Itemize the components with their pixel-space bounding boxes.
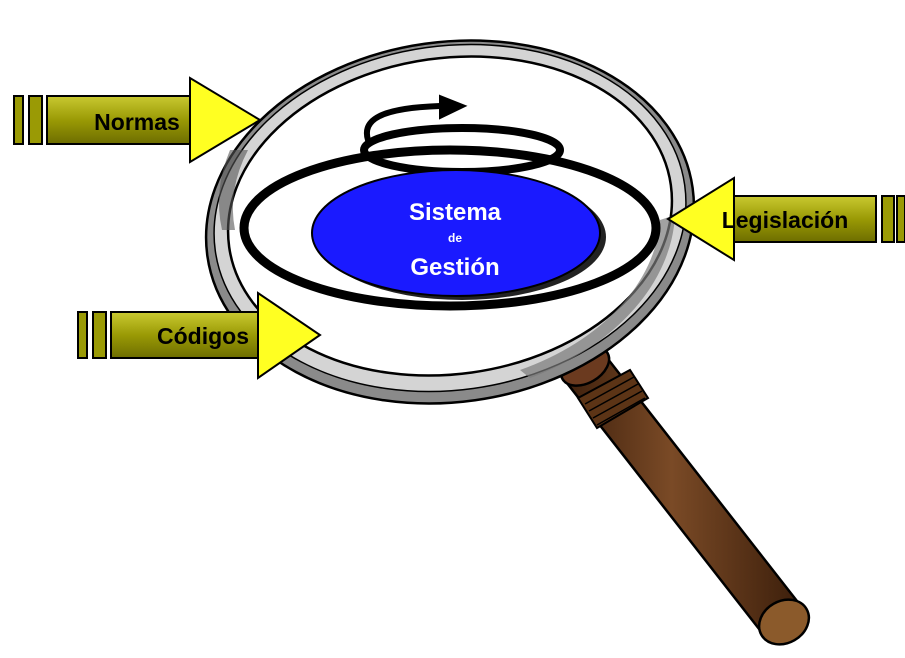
legislacion-label: Legislación <box>722 207 849 233</box>
normas-arrow: Normas <box>13 76 262 164</box>
legislacion-arrow: Legislación <box>666 176 905 262</box>
management-system-ellipse: Sistema de Gestión <box>311 169 606 300</box>
center-line1: Sistema <box>409 199 502 226</box>
magnifier-handle <box>559 345 811 646</box>
codigos-arrow: Códigos <box>77 291 322 380</box>
codigos-label: Códigos <box>157 323 249 349</box>
center-line3: Gestión <box>410 254 499 281</box>
center-line2: de <box>448 231 462 245</box>
normas-label: Normas <box>94 109 180 135</box>
